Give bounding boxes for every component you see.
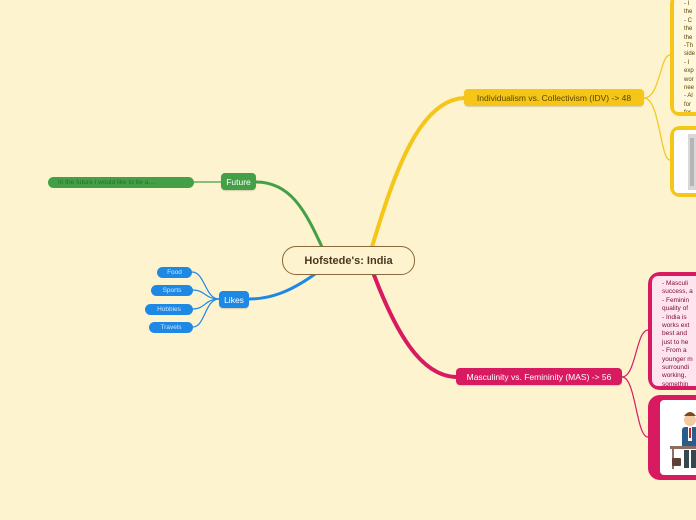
subtopic-future-item[interactable]: In the future I would like to be a..... [48, 177, 194, 188]
connector-mas [374, 275, 456, 377]
connector-mas-note [622, 330, 648, 377]
connector-idv-note [644, 55, 670, 98]
subtopic-sports[interactable]: Sports [151, 285, 193, 296]
note-line: nee [684, 84, 696, 92]
topic-likes-title: Likes [224, 295, 244, 305]
note-line: quality of [662, 305, 696, 313]
future-item-label: In the future I would like to be a..... [58, 179, 157, 186]
note-line: - India is [662, 314, 696, 322]
likes-item-label: Food [167, 269, 182, 276]
note-line: for [684, 101, 696, 109]
idv-note-card[interactable]: - I the - C the the -Th side - I exp wor… [670, 0, 696, 116]
note-line: - C [684, 17, 696, 25]
topic-idv-title: Individualism vs. Collectivism (IDV) -> … [477, 93, 631, 103]
idv-image [674, 130, 696, 193]
connector-future [256, 182, 322, 247]
topic-future[interactable]: Future [221, 173, 256, 190]
note-line: - Masculi [662, 280, 696, 288]
central-topic[interactable]: Hofstede's: India [282, 246, 415, 275]
subtopic-food[interactable]: Food [157, 267, 192, 278]
topic-individualism-collectivism[interactable]: Individualism vs. Collectivism (IDV) -> … [464, 89, 644, 106]
topic-likes[interactable]: Likes [219, 291, 249, 308]
mas-note-card[interactable]: - Masculi success, a - Feminin quality o… [648, 272, 696, 390]
idv-note-text: - I the - C the the -Th side - I exp wor… [674, 0, 696, 112]
note-line: side [684, 50, 696, 58]
note-line: working, [662, 372, 696, 380]
central-topic-title: Hofstede's: India [304, 255, 392, 267]
note-line: the [684, 8, 696, 16]
note-line: somethin [662, 381, 696, 386]
note-line: exp [684, 67, 696, 75]
crowd-photo-icon [674, 130, 696, 193]
note-line: -Th [684, 42, 696, 50]
topic-masculinity-femininity[interactable]: Masculinity vs. Femininity (MAS) -> 56 [456, 368, 622, 385]
mas-note-text: - Masculi success, a - Feminin quality o… [652, 276, 696, 386]
note-line: just to he [662, 339, 696, 347]
note-line: the [684, 34, 696, 42]
note-line: surroundi [662, 364, 696, 372]
note-line: success, a [662, 288, 696, 296]
likes-item-label: Sports [163, 287, 182, 294]
note-line: for [684, 109, 696, 112]
topic-mas-title: Masculinity vs. Femininity (MAS) -> 56 [467, 372, 612, 382]
topic-future-title: Future [226, 177, 251, 187]
note-line: - I [684, 59, 696, 67]
note-line: younger m [662, 356, 696, 364]
note-line: wor [684, 76, 696, 84]
mas-image-card[interactable] [648, 395, 696, 480]
note-line: - Feminin [662, 297, 696, 305]
note-line: - From a [662, 347, 696, 355]
person-at-desk-icon [660, 400, 696, 475]
note-line: works ext [662, 322, 696, 330]
likes-item-label: Hobbies [157, 306, 181, 313]
likes-item-label: Travels [160, 324, 181, 331]
connector-idv [372, 98, 464, 247]
note-line: - Al [684, 92, 696, 100]
mas-image [660, 400, 696, 475]
connector-mas-image [622, 377, 648, 437]
connector-likes [249, 274, 315, 299]
note-line: best and [662, 330, 696, 338]
idv-image-card[interactable] [670, 126, 696, 197]
connector-idv-image [644, 98, 670, 160]
note-line: - I [684, 0, 696, 8]
note-line: the [684, 25, 696, 33]
subtopic-travels[interactable]: Travels [149, 322, 193, 333]
subtopic-hobbies[interactable]: Hobbies [145, 304, 193, 315]
